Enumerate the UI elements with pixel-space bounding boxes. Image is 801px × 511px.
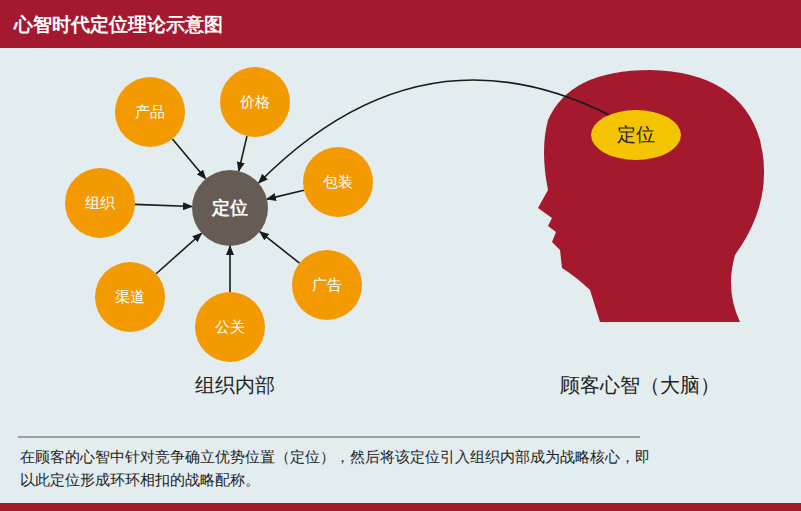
region-label: 顾客心智（大脑） [560, 372, 720, 399]
region-label: 组织内部 [195, 372, 275, 399]
arrow-connector [267, 190, 304, 199]
factor-circle: 包装 [303, 147, 373, 217]
bottom-band [0, 503, 801, 511]
node-text: 公关 [215, 318, 245, 337]
factor-circle: 产品 [115, 77, 185, 147]
title-band [0, 0, 801, 48]
node-text: 广告 [312, 276, 342, 295]
arrow-connector [260, 232, 300, 264]
arrow-connector [172, 139, 205, 179]
arrow-connector [229, 246, 231, 292]
caption: 在顾客的心智中针对竞争确立优势位置（定位），然后将该定位引入组织内部成为战略核心… [20, 446, 650, 492]
node-text: 组织 [85, 194, 115, 213]
factor-circle: 组织 [65, 168, 135, 238]
node-text: 价格 [240, 93, 270, 112]
factor-circle: 价格 [220, 67, 290, 137]
factor-circle: 广告 [292, 250, 362, 320]
node-text: 包装 [323, 173, 353, 192]
title: 心智时代定位理论示意图 [14, 12, 223, 38]
factor-circle: 公关 [195, 292, 265, 362]
node-text: 产品 [135, 103, 165, 122]
node-text: 定位 [212, 196, 248, 220]
node-text: 定位 [617, 122, 655, 148]
head-silhouette [538, 70, 764, 322]
factor-circle: 渠道 [95, 262, 165, 332]
mind-ellipse: 定位 [591, 110, 681, 160]
core-circle: 定位 [192, 170, 268, 246]
separator-line [18, 437, 640, 438]
node-text: 渠道 [115, 288, 145, 307]
arrow-connector [239, 136, 247, 171]
arrow-connector [135, 204, 192, 206]
arrow-connector [156, 233, 201, 273]
